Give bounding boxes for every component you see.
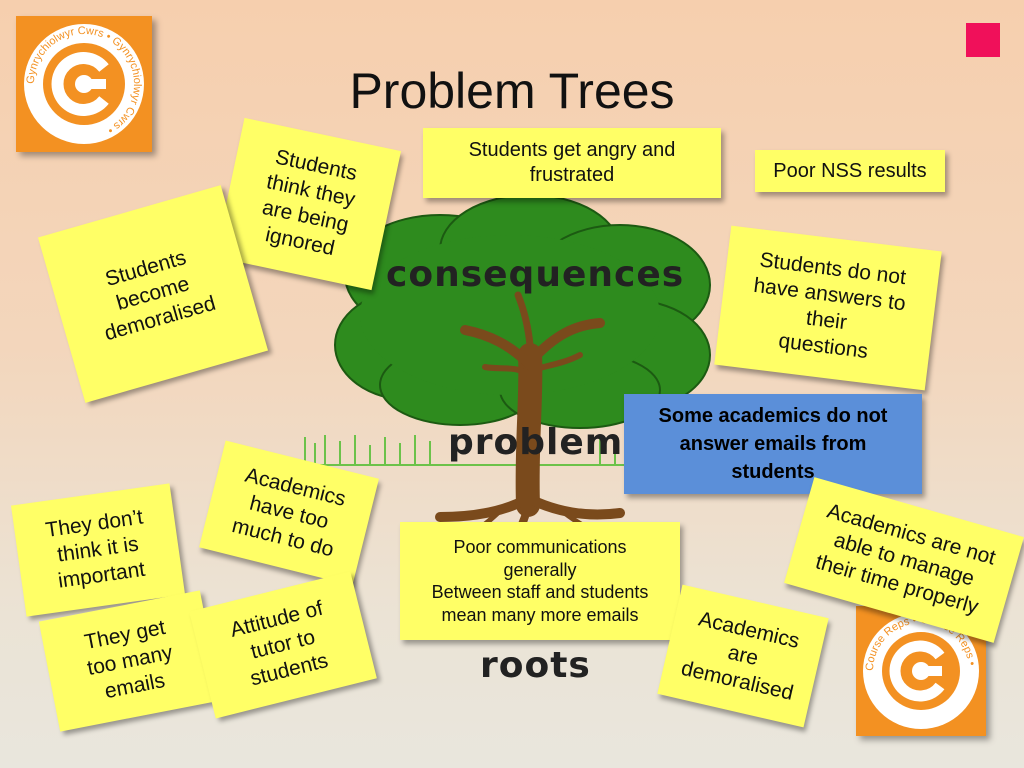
consequences-label: consequences: [386, 254, 685, 295]
note-not-important: They don’t think it is important: [10, 483, 186, 617]
note-students-angry: Students get angry and frustrated: [423, 128, 721, 198]
accent-square: [966, 23, 1000, 57]
roots-label: roots: [480, 645, 591, 686]
tree-illustration: [304, 195, 711, 540]
problem-label: problem: [448, 422, 624, 463]
slide-title: Problem Trees: [349, 63, 675, 119]
note-academics-demoralised: Academics are demoralised: [657, 584, 829, 728]
logo-top-left: Gynrychiolwyr Cwrs • Gynrychiolwyr Cwrs …: [16, 16, 152, 152]
core-problem-note: Some academics do not answer emails from…: [624, 394, 922, 494]
note-poor-nss: Poor NSS results: [755, 150, 945, 192]
note-no-answers: Students do not have answers to their qu…: [714, 225, 942, 391]
note-poor-communications: Poor communications generally Between st…: [400, 522, 680, 640]
note-tutor-attitude: Attitude of tutor to students: [189, 571, 377, 719]
